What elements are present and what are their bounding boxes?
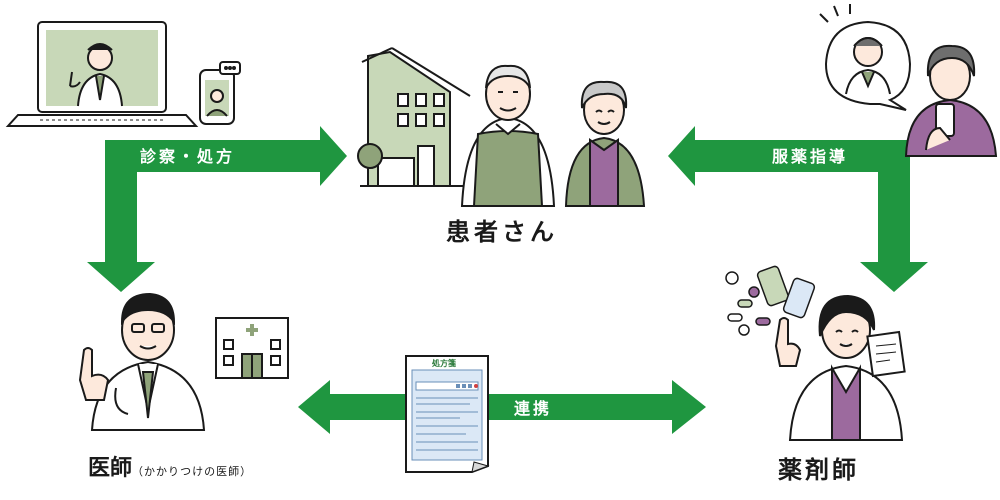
consult-arrow-label: 診察・処方 (140, 147, 235, 166)
house-icon (357, 47, 471, 187)
guidance-arrow-label: 服薬指導 (772, 147, 848, 166)
prescription-document-icon: 処方箋 (405, 355, 490, 473)
woman-with-phone-icon (904, 44, 998, 157)
guidance-arrow: 服薬指導 (668, 126, 928, 292)
doctor-label: 医師（かかりつけの医師） (88, 450, 252, 482)
smartphone-icon (199, 61, 241, 125)
pharmacist-icon (774, 294, 906, 441)
cooperation-arrow: 連携 (298, 380, 706, 434)
elderly-man-icon (460, 64, 556, 207)
cooperation-arrow-label: 連携 (514, 399, 552, 418)
hospital-icon (215, 317, 289, 379)
pharmacist-label: 薬剤師 (778, 456, 859, 484)
elderly-woman-icon (564, 80, 646, 207)
prescription-title: 処方箋 (431, 358, 456, 368)
patient-label: 患者さん (446, 218, 558, 246)
doctor-icon (78, 292, 206, 431)
laptop-icon (5, 21, 199, 127)
consult-arrow: 診察・処方 (87, 126, 347, 292)
pills-icon (725, 265, 816, 336)
video-call-bubble-icon (819, 4, 912, 111)
doctor-label-main: 医師 (88, 456, 133, 481)
doctor-label-sub: （かかりつけの医師） (132, 465, 253, 478)
